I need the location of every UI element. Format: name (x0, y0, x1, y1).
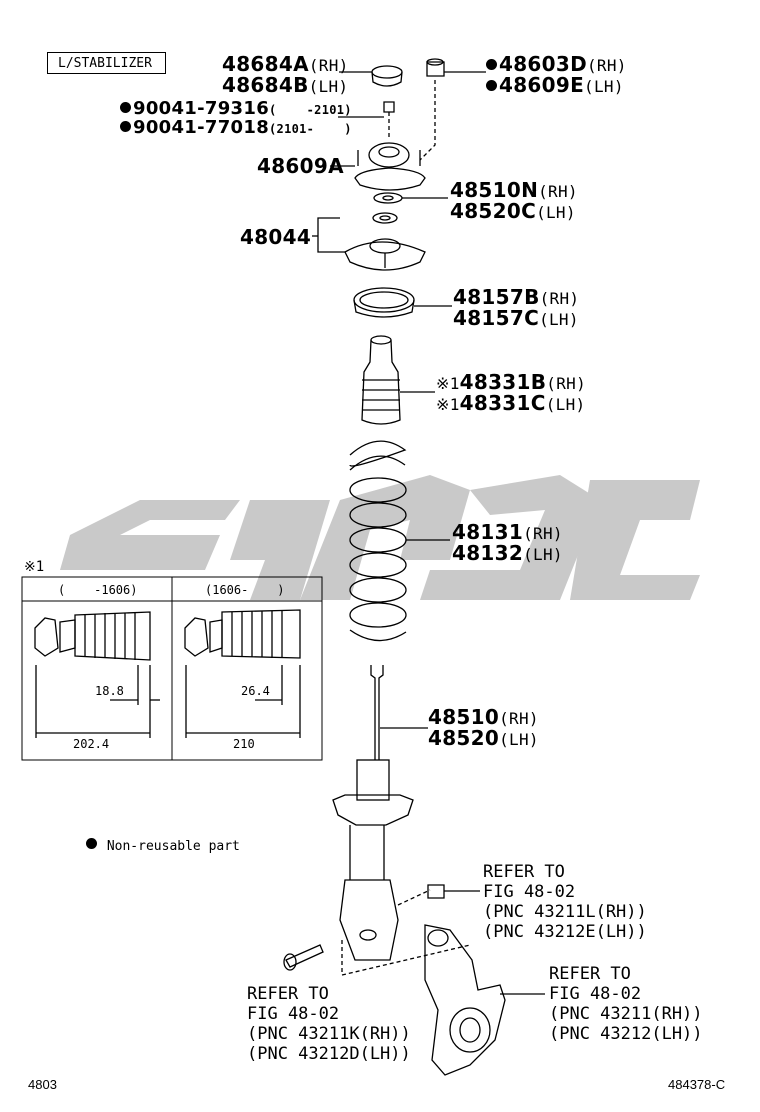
nonreusable-dot-icon (486, 80, 497, 91)
label-48510N: 48510N(RH) 48520C(LH) (450, 178, 578, 223)
footer-figure-number: 4803 (28, 1077, 57, 1092)
label-48157: 48157B(RH) 48157C(LH) (453, 285, 580, 330)
watermark-logo (60, 475, 700, 600)
inset-col1-header: ( -1606) (58, 583, 138, 597)
label-48684: 48684A(RH) 48684B(LH) (222, 52, 349, 97)
label-48131: 48131(RH) 48132(LH) (452, 520, 563, 565)
nonreusable-dot-icon (120, 121, 131, 132)
flange-nut (427, 884, 480, 899)
label-48044: 48044 (240, 225, 312, 249)
nonreusable-dot-icon (486, 59, 497, 70)
nonreusable-dot-icon (120, 102, 131, 113)
nonreusable-dot-icon (86, 838, 97, 849)
footer-illustration-id: 484378-C (668, 1077, 726, 1092)
label-90041: 90041-79316( -2101) 90041-77018(2101- ) (120, 100, 352, 137)
label-48603: 48603D(RH) 48609E(LH) (486, 54, 627, 95)
coil-spring (349, 440, 450, 642)
bolt (283, 944, 324, 971)
dim-210: 210 (233, 737, 255, 751)
shock-absorber (332, 665, 428, 961)
label-48510: 48510(RH) 48520(LH) (428, 705, 539, 750)
label-48609A: 48609A (257, 154, 344, 178)
bump-stop (361, 335, 435, 425)
nut (426, 58, 486, 77)
dim-26-4: 26.4 (241, 684, 270, 698)
inset-col2-header: (1606- ) (205, 583, 285, 597)
label-48331: ※148331B(RH) ※148331C(LH) (436, 370, 586, 415)
inset-bumpstop-new (184, 609, 301, 738)
legend-nonreusable: Non-reusable part (86, 838, 240, 853)
steering-knuckle (424, 924, 545, 1076)
strut-mount (330, 142, 426, 191)
bearing-and-seat (312, 212, 426, 271)
dust-cap (339, 65, 403, 87)
small-nut (338, 101, 395, 118)
bearing-washer (373, 192, 448, 204)
inset-mark: ※1 (24, 559, 45, 575)
spring-insulator (353, 287, 452, 318)
header-box: L/STABILIZER (47, 52, 166, 74)
inset-bumpstop-old (34, 611, 160, 738)
dim-18-8: 18.8 (95, 684, 124, 698)
dim-202-4: 202.4 (73, 737, 110, 751)
